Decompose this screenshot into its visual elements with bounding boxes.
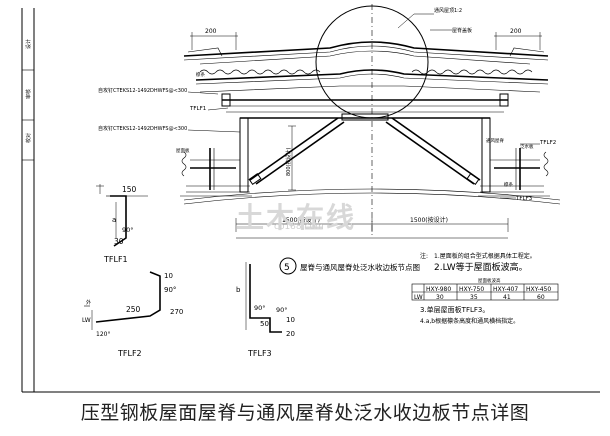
leader-left-top-label: 檩条	[196, 71, 205, 78]
tflf3-main-label: TFLF3	[515, 196, 533, 202]
notes-line-2: 2.LW等于屋面板波高。	[434, 261, 528, 273]
vertical-dimension: 800(按设计)	[285, 125, 296, 191]
detail-ref-label: 屋脊与通风屋脊处泛水收边板节点图	[300, 262, 420, 272]
main-detail: 200 200	[98, 4, 561, 239]
tflf1-label: TFLF1	[189, 106, 206, 112]
table-cell-1: 30	[436, 294, 444, 301]
notes-block: 注: 1.屋面板的组合型式根据具体工程定。 2.LW等于屋面板波高。 屋面板波高…	[411, 252, 559, 325]
detail-reference: 5 屋脊与通风屋脊处泛水收边板节点图	[279, 257, 420, 275]
right-wall	[478, 148, 550, 197]
left-title-strip: 设计 审核 校对	[21, 8, 35, 392]
top-dimension-left: 200	[190, 28, 238, 50]
tflf2-name: TFLF2	[117, 349, 142, 358]
top-dimension-right: 200	[494, 28, 542, 50]
tflf2-angle-1: 90°	[164, 286, 176, 294]
vent-frame	[239, 113, 491, 193]
tflf2-dim-10: 10	[164, 272, 173, 280]
table-header-4: HXY-450	[526, 286, 551, 293]
table-row-label: LW	[414, 294, 423, 301]
span-dim-right-text: 1500(按设计)	[410, 216, 448, 224]
tflf1-dim-bottom: 30	[114, 237, 124, 246]
table-cell-4: 60	[537, 294, 545, 301]
tflf3-name: TFLF3	[247, 349, 272, 358]
ridge-cap	[183, 41, 549, 65]
tflf2-dim-length: 250	[126, 305, 141, 314]
tflf2-main-label: TFLF2	[539, 140, 556, 146]
fastener-label-1: 自攻钉CTEKS12-1492DHWFS@<300	[98, 87, 187, 94]
table-header-1: HXY-980	[426, 286, 451, 293]
tflf3-dim-20: 20	[286, 330, 295, 338]
notes-line-1: 1.屋面板的组合型式根据具体工程定。	[434, 252, 536, 260]
leader-right-label: 屋脊盖板	[452, 27, 472, 34]
drawing-title: 压型钢板屋面屋脊与通风屋脊处泛水收边板节点详图	[80, 402, 530, 424]
watermark-subtext: co188.com	[274, 222, 324, 232]
vertical-dim-text: 800(按设计)	[285, 148, 292, 176]
notes-heading: 注:	[420, 252, 428, 260]
tflf2-angle-2: 120°	[96, 331, 110, 338]
notes-table: HXY-980 HXY-750 HXY-407 HXY-450 LW 30 35…	[411, 283, 559, 301]
tflf1-dim-a: a	[112, 216, 116, 224]
label-bottom-right: 檩条	[504, 181, 513, 188]
strip-label-3: 校对	[25, 133, 32, 143]
table-cell-2: 35	[470, 294, 478, 301]
table-header-3: HXY-407	[493, 286, 518, 293]
notes-line-3: 3.单层屋面板TFLF3。	[420, 305, 489, 314]
span-dimension: 1500(按设计) 1500(按设计)	[235, 216, 509, 239]
table-header-2: HXY-750	[459, 286, 484, 293]
notes-table-title: 屋面板波高	[478, 277, 501, 284]
top-dim-left-text: 200	[205, 28, 217, 35]
upper-purlins	[221, 93, 509, 119]
roof-curve	[183, 188, 561, 201]
tflf1-name: TFLF1	[103, 255, 128, 264]
tflf2-detail: 外 LW 250 10 90° 270 120° TFLF2	[82, 271, 183, 358]
leader-top-label: 通风屋顶1:2	[434, 7, 462, 14]
tflf3-angle-1: 90°	[254, 304, 266, 312]
tflf3-angle-2: 90°	[276, 306, 288, 314]
label-left-lower: 屋面板	[176, 147, 190, 154]
tflf2-dim-lw: LW	[82, 317, 91, 324]
watermark-text: 土木在线	[236, 201, 357, 234]
tflf1-angle: 90°	[122, 226, 134, 234]
tflf3-dim-10: 10	[286, 316, 295, 324]
label-right-mid: 通风屋脊	[486, 137, 504, 144]
strip-label-1: 设计	[25, 39, 32, 49]
tflf3-detail: b 90° 50 10 90° 20 TFLF3	[236, 262, 295, 358]
span-dim-left-text: 1500(按设计)	[282, 216, 320, 224]
tflf1-dim-top: 150	[122, 185, 137, 194]
strip-label-2: 审核	[25, 89, 32, 99]
fastener-label-2: 自攻钉CTEKS12-1492DHWFS@<300	[98, 125, 187, 132]
tflf3-dim-b: b	[236, 286, 241, 294]
table-cell-3: 41	[503, 294, 511, 301]
detail-ref-number: 5	[284, 263, 290, 273]
top-dim-right-text: 200	[510, 28, 522, 35]
label-right-lower: 泛水板	[520, 143, 534, 150]
left-wall	[180, 148, 252, 197]
tflf1-detail: 150 a 90° 30 TFLF1	[96, 184, 148, 264]
tflf2-small-mark: 外	[86, 299, 91, 306]
notes-line-4: 4.a,b根据檩条高度和通风横档指定。	[420, 317, 519, 325]
tflf3-dim-50: 50	[260, 320, 269, 328]
tflf2-dim-270: 270	[170, 308, 183, 316]
